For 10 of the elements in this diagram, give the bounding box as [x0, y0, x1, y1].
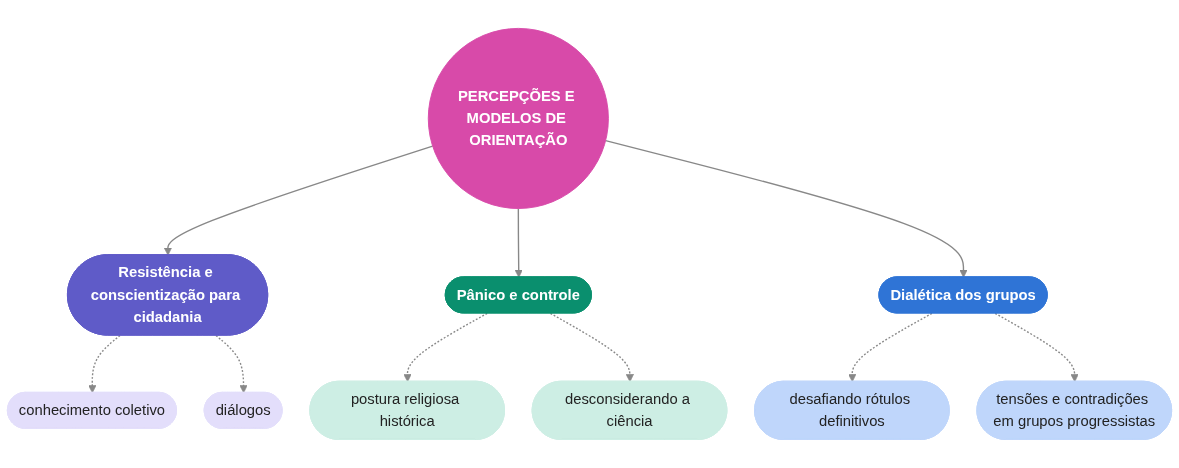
arrow	[848, 312, 933, 383]
arrow	[215, 334, 248, 394]
node-circle: PERCEPÇÕES E MODELOS DE ORIENTAÇÃO	[427, 28, 609, 210]
arrow	[514, 207, 523, 278]
arrow	[403, 312, 488, 383]
arrow	[994, 312, 1079, 383]
arrow	[604, 140, 968, 278]
arrow	[549, 312, 634, 383]
arrow	[163, 145, 434, 256]
arrow	[88, 334, 121, 394]
